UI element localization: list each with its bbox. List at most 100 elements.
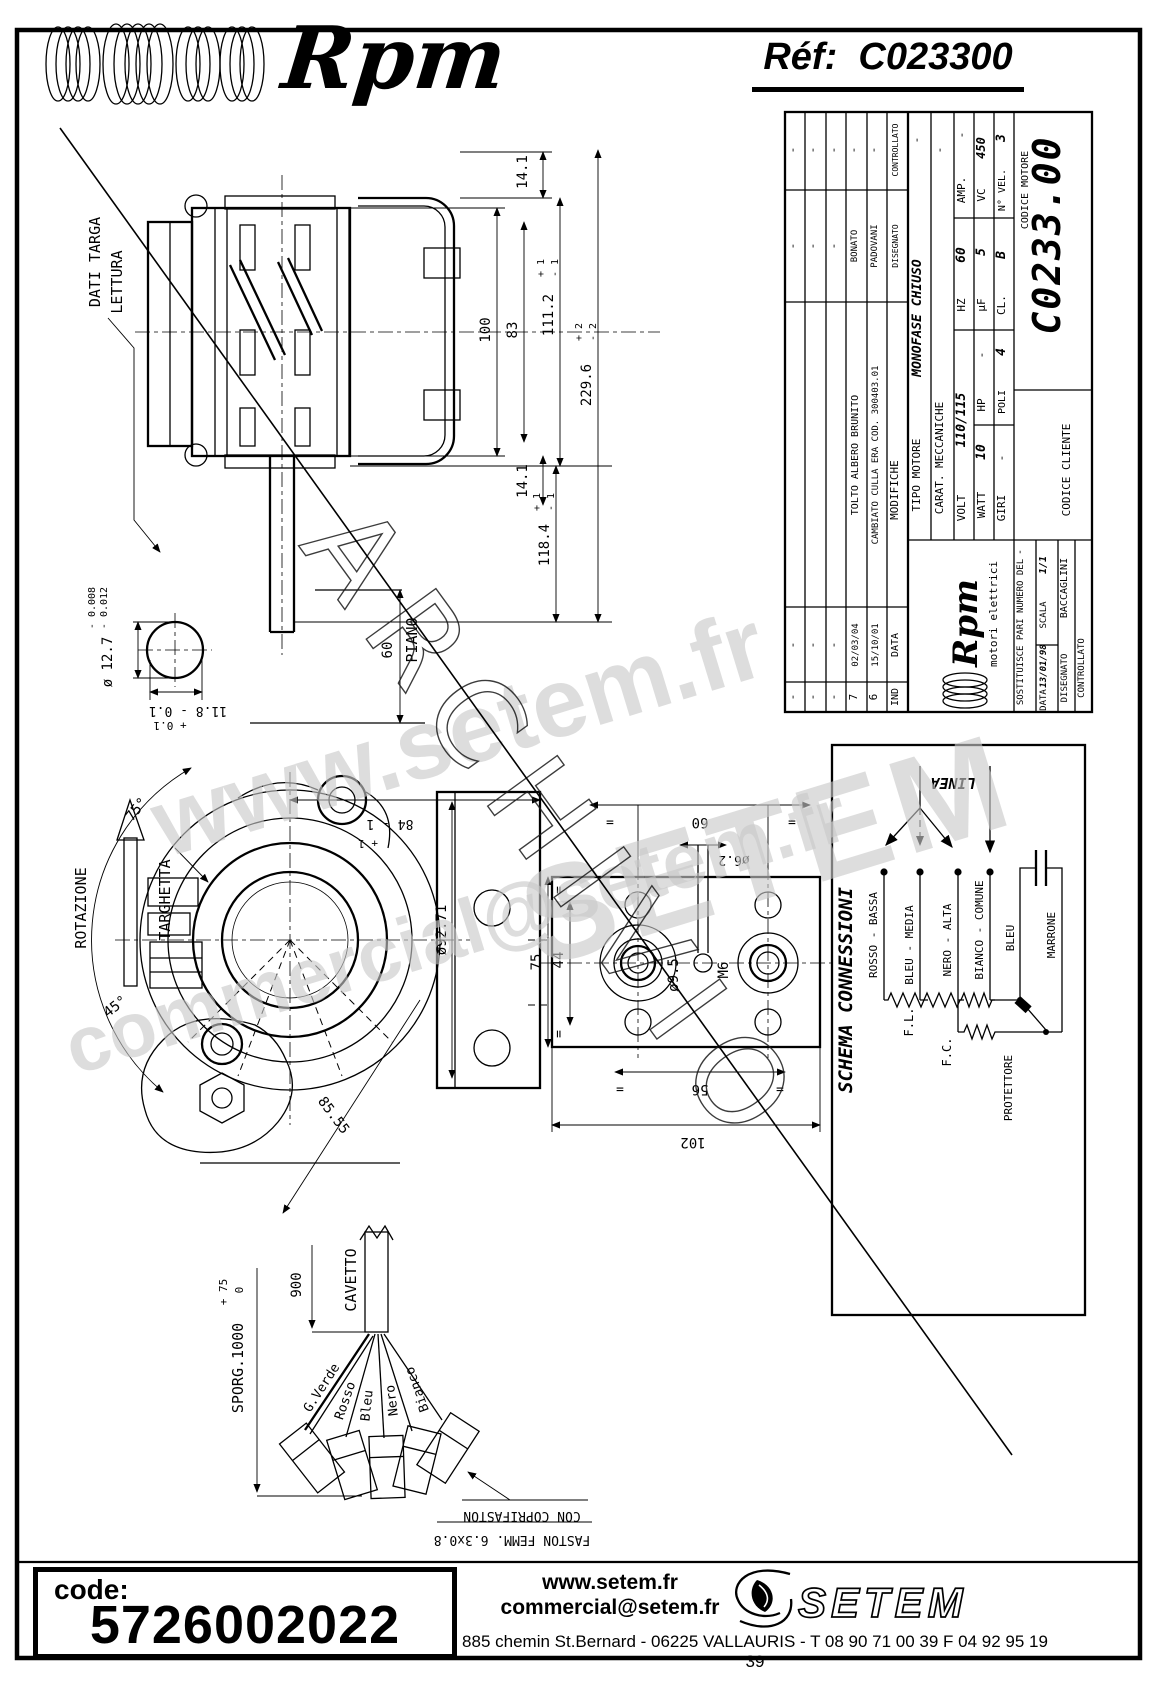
tb-codice-cliente-label: CODICE CLIENTE bbox=[1060, 424, 1073, 517]
plate-view: 60 = = ø6.2 75 44 = = ø9.5 M6 56 = = 102 bbox=[529, 801, 832, 1150]
dim-56: 56 bbox=[692, 1081, 709, 1097]
wire-label-bianco: Bianco bbox=[403, 1365, 433, 1414]
rev-6-ind: 6 bbox=[867, 694, 880, 701]
wire-label-nero: Nero bbox=[383, 1384, 402, 1417]
rev-dash: - bbox=[806, 243, 819, 250]
tb-tipo-value: MONOFASE CHIUSO bbox=[910, 259, 925, 378]
dim-102: 102 bbox=[680, 1134, 705, 1150]
dim-shaft-flat-tol: + 0.1 bbox=[153, 719, 186, 732]
rev-dash: - bbox=[806, 642, 819, 649]
title-block: - - - - - - - - - - - - - - 7 02/03/04 T… bbox=[783, 110, 1094, 714]
ref-value: C023300 bbox=[858, 36, 1013, 78]
schema-protettore: PROTETTORE bbox=[1002, 1055, 1015, 1121]
reference-number: Réf: C023300 bbox=[752, 36, 1024, 92]
tb-amp-label: AMP. bbox=[955, 177, 968, 204]
tb-giri-label: GIRI bbox=[995, 495, 1008, 522]
tb-hz-label: HZ bbox=[955, 298, 968, 312]
schema-fl: F.L. bbox=[902, 1008, 916, 1037]
cable-view: CAVETTO 900 SPORG.1000 + 75 0 G.Verde Ro… bbox=[217, 1224, 592, 1547]
footer-email: commercial@setem.fr bbox=[500, 1596, 720, 1619]
rev-header-disegnato: DISEGNATO bbox=[891, 224, 900, 268]
rev-dash: - bbox=[827, 694, 840, 701]
tb-logo: Rpm motori elettrici bbox=[942, 561, 1000, 709]
schema-wire-rosso: ROSSO - BASSA bbox=[867, 892, 880, 978]
dim-60: 60 bbox=[692, 814, 709, 830]
top-view: 14.1 100 83 111.2 + 1 - 1 229.6 + 2 - 2 … bbox=[86, 149, 660, 724]
tb-poli-value: 4 bbox=[994, 348, 1009, 356]
rev-header-ind: IND bbox=[890, 688, 901, 706]
tb-hp-value: - bbox=[975, 352, 988, 359]
tb-volt-value: 110/115 bbox=[954, 392, 969, 447]
tb-tipo-label: TIPO MOTORE bbox=[910, 439, 923, 512]
tb-giri-value: - bbox=[995, 455, 1008, 462]
dim-85-55: 85.55 bbox=[314, 1094, 352, 1137]
dim-14-1-top: 14.1 bbox=[515, 155, 531, 189]
dim-118-4-tol-p: + 1 bbox=[532, 493, 543, 511]
schema-wire-bleu-media: BLEU - MEDIA bbox=[903, 905, 916, 985]
tb-watt-value: 10 bbox=[974, 444, 989, 460]
footer-contacts: www.setem.fr commercial@setem.fr bbox=[460, 1570, 760, 1620]
label-piano: PIANO bbox=[403, 617, 421, 662]
note-faston: FASTON FEMM. 6.3x0.8 bbox=[434, 1532, 591, 1547]
rev-7-sign: BONATO bbox=[850, 230, 860, 263]
tb-hp-label: HP bbox=[975, 398, 988, 412]
tb-sostituisce-value: - bbox=[1015, 549, 1026, 555]
tb-amp-value: - bbox=[955, 132, 968, 139]
tb-vc-value: 450 bbox=[974, 137, 988, 159]
wiring-schema: SCHEMA CONNESSIONI LINEA ROSSO - BASSA B… bbox=[830, 743, 1087, 1317]
rev-dash: - bbox=[827, 642, 840, 649]
tb-disegnato-value: BACCAGLINI bbox=[1059, 558, 1070, 618]
label-targhetta: TARGHETTA bbox=[156, 859, 174, 940]
tb-logo-brand: Rpm bbox=[946, 579, 986, 668]
tb-cl-value: B bbox=[994, 251, 1009, 260]
dim-111-2-tol-p: + 1 bbox=[536, 259, 547, 277]
dim-44: 44 bbox=[551, 952, 567, 969]
dim-84-tol: + 1 bbox=[358, 837, 378, 850]
tb-nvel-label: N° VEL. bbox=[997, 169, 1008, 211]
tb-cl-label: CL. bbox=[995, 295, 1008, 315]
tb-scala-value: 1/1 bbox=[1038, 556, 1049, 574]
tb-carat-value: - bbox=[933, 147, 946, 154]
rev-header-modifiche: MODIFICHE bbox=[888, 460, 901, 520]
rpm-coil-logo-icon bbox=[45, 23, 265, 105]
tb-data-label: DATA bbox=[1039, 689, 1049, 711]
schema-fc: F.C. bbox=[940, 1038, 954, 1067]
dim-m6: M6 bbox=[716, 962, 732, 979]
tb-codice-motore-label: CODICE MOTORE bbox=[1020, 151, 1031, 229]
dim-dia-9-5: ø9.5 bbox=[666, 958, 682, 992]
rpm-wordmark: Rpm bbox=[277, 8, 511, 109]
label-rotazione: ROTAZIONE bbox=[72, 867, 90, 948]
dim-118-4-tol-m: - 1 bbox=[546, 493, 557, 511]
rev-header-data: DATA bbox=[890, 633, 901, 657]
ref-label: Réf: bbox=[763, 36, 838, 78]
setem-logo-text: SETEM bbox=[798, 1579, 968, 1626]
dim-229-6: 229.6 bbox=[579, 364, 595, 406]
label-cavetto: CAVETTO bbox=[342, 1248, 360, 1311]
tb-uf-value: 5 bbox=[974, 248, 989, 256]
tb-sostituisce: SOSTITUISCE PARI NUMERO DEL bbox=[1016, 559, 1026, 705]
tb-volt-label: VOLT bbox=[955, 494, 968, 521]
footer-address: 885 chemin St.Bernard - 06225 VALLAURIS … bbox=[462, 1632, 1048, 1671]
dim-100: 100 bbox=[478, 317, 494, 342]
schema-linea: LINEA bbox=[930, 774, 975, 792]
schema-wire-nero: NERO - ALTA bbox=[941, 903, 954, 976]
tb-poli-label: POLI bbox=[997, 390, 1008, 414]
dim-229-6-tol-p: + 2 bbox=[574, 323, 585, 341]
dim-83: 83 bbox=[505, 322, 521, 339]
code-label: code: bbox=[54, 1574, 129, 1605]
code-value: 5726002022 bbox=[89, 1595, 401, 1655]
tb-hz-value: 60 bbox=[954, 247, 969, 263]
dim-eq-c: = bbox=[552, 886, 567, 894]
rev-dash: - bbox=[827, 243, 840, 250]
tb-watt-label: WATT bbox=[975, 491, 988, 518]
rev-dash: - bbox=[786, 147, 799, 154]
dim-sporgenza-tol-0: 0 bbox=[233, 1287, 246, 1294]
rev-dash: - bbox=[786, 642, 799, 649]
tb-carat-label: CARAT. MECCANICHE bbox=[933, 402, 946, 515]
rev-dash: - bbox=[847, 147, 860, 154]
dim-eq-d: = bbox=[552, 1030, 567, 1038]
code-box: code: 5726002022 bbox=[33, 1567, 457, 1659]
rev-dash: - bbox=[786, 694, 799, 701]
